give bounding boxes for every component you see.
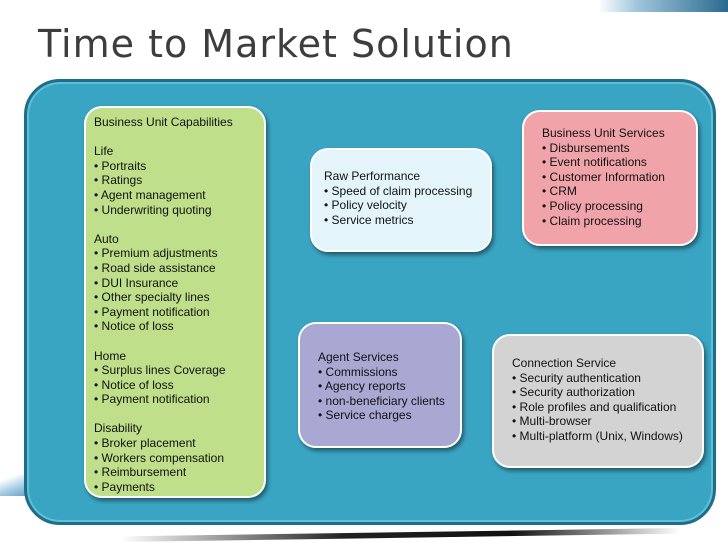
group-name: Home: [94, 348, 127, 363]
decorative-swoosh-top: [598, 0, 728, 12]
box-heading: Connection Service: [512, 356, 617, 370]
list-item: • Service metrics: [324, 212, 414, 227]
list-item: • Reimbursement: [94, 465, 187, 480]
list-item: • Ratings: [94, 173, 143, 188]
list-item: • Notice of loss: [94, 319, 174, 334]
group-name: Life: [94, 144, 114, 159]
connection-service-box: Connection Service • Security authentica…: [492, 334, 704, 468]
list-item: • Portraits: [94, 158, 147, 173]
raw-performance-box: Raw Performance • Speed of claim process…: [310, 148, 492, 252]
business-unit-capabilities-box: Business Unit Capabilities Life • Portra…: [84, 106, 266, 498]
list-item: • Multi-platform (Unix, Windows): [512, 428, 683, 443]
list-item: • Agency reports: [318, 379, 406, 394]
list-item: • Agent management: [94, 187, 206, 202]
decorative-swoosh-bottom: [120, 528, 680, 542]
list-item: • Claim processing: [542, 213, 642, 228]
list-item: • Surplus lines Coverage: [94, 363, 226, 378]
group-name: Disability: [94, 421, 143, 436]
list-item: • CRM: [542, 184, 577, 199]
list-item: • Service charges: [318, 408, 412, 423]
agent-services-box: Agent Services • Commissions • Agency re…: [298, 322, 462, 448]
list-item: • Workers compensation: [94, 450, 225, 465]
list-item: • Road side assistance: [94, 260, 216, 275]
box-heading: Raw Performance: [324, 169, 421, 183]
list-item: • non-beneficiary clients: [318, 393, 445, 408]
list-item: • Role profiles and qualification: [512, 399, 677, 414]
list-item: • Commissions: [318, 364, 398, 379]
list-item: • Payments: [94, 479, 155, 494]
list-item: • DUI Insurance: [94, 275, 179, 290]
list-item: • Customer Information: [542, 169, 665, 184]
list-item: • Speed of claim processing: [324, 183, 473, 198]
list-item: • Payment notification: [94, 392, 210, 407]
list-item: • Notice of loss: [94, 377, 174, 392]
box-heading: Business Unit Capabilities: [94, 115, 233, 129]
slide-title: Time to Market Solution: [38, 22, 514, 66]
list-item: • Disbursements: [542, 140, 630, 155]
business-unit-services-box: Business Unit Services • Disbursements •…: [522, 110, 698, 246]
list-item: • Policy velocity: [324, 198, 407, 213]
list-item: • Premium adjustments: [94, 246, 218, 261]
list-item: • Broker placement: [94, 436, 196, 451]
list-item: • Other specialty lines: [94, 290, 210, 305]
box-heading: Business Unit Services: [542, 126, 665, 140]
list-item: • Event notifications: [542, 155, 647, 170]
list-item: • Security authorization: [512, 385, 635, 400]
list-item: • Policy processing: [542, 198, 643, 213]
list-item: • Payment notification: [94, 304, 210, 319]
list-item: • Multi-browser: [512, 414, 592, 429]
list-item: • Underwriting quoting: [94, 202, 212, 217]
list-item: • Security authentication: [512, 370, 641, 385]
group-name: Auto: [94, 231, 119, 246]
box-heading: Agent Services: [318, 350, 399, 364]
